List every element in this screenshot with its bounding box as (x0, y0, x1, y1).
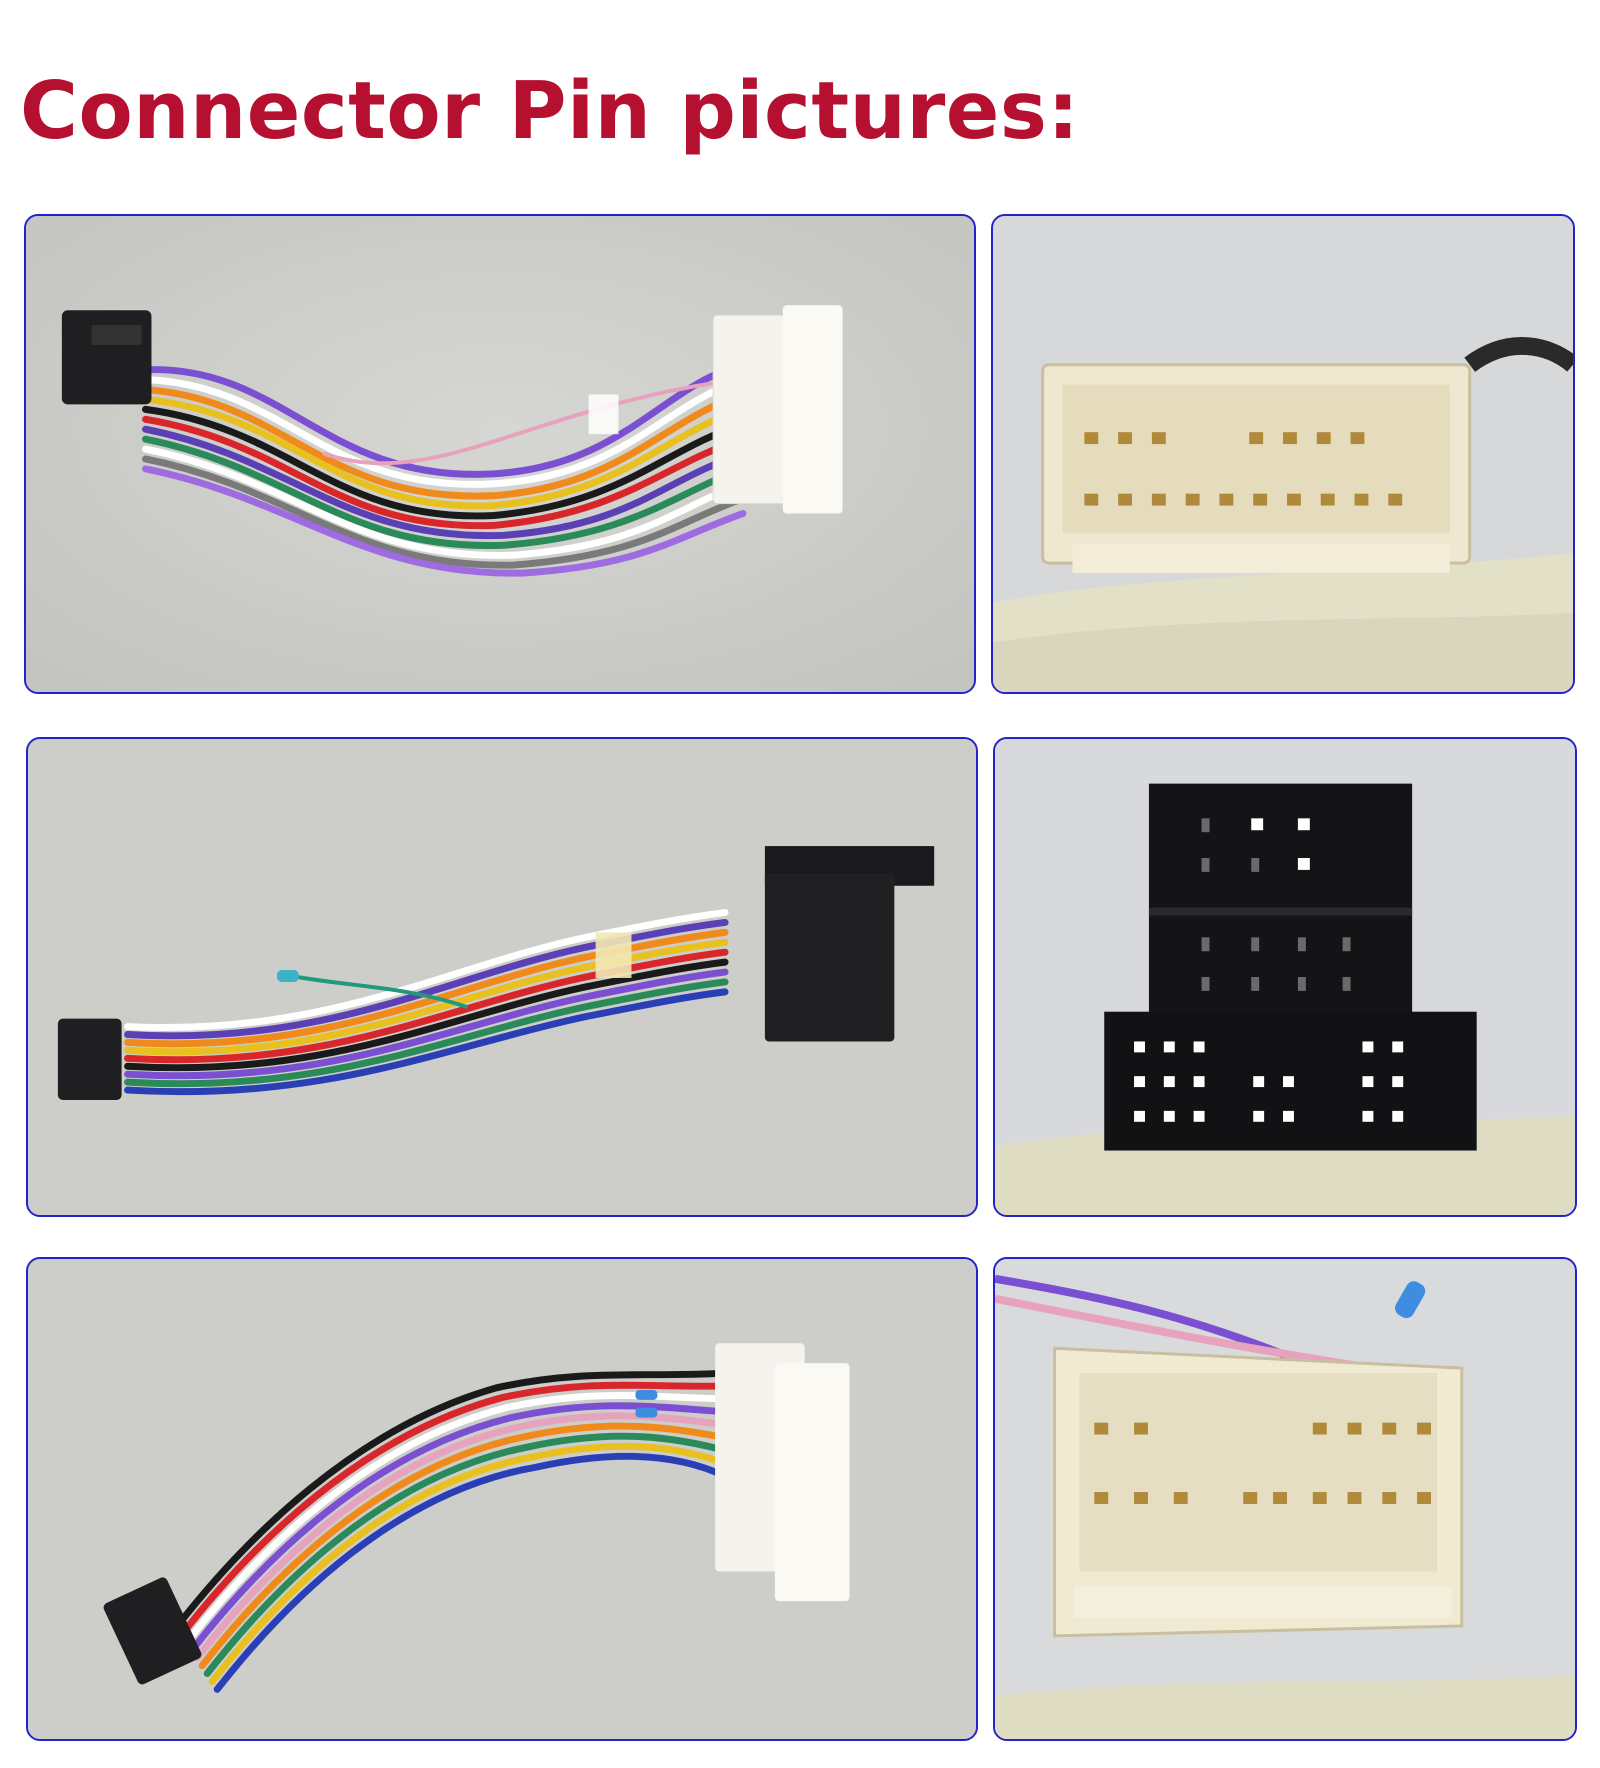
pin-face-photo-white-plug (991, 214, 1575, 694)
harness-photo-white-plug (24, 214, 976, 694)
pin-face-photo-iso-plug (993, 737, 1577, 1217)
pin-face-photo-white-plug-2 (993, 1257, 1577, 1741)
page-title: Connector Pin pictures: (20, 65, 1080, 157)
harness-photo-white-plug-2 (26, 1257, 978, 1741)
harness-photo-iso-plug (26, 737, 978, 1217)
